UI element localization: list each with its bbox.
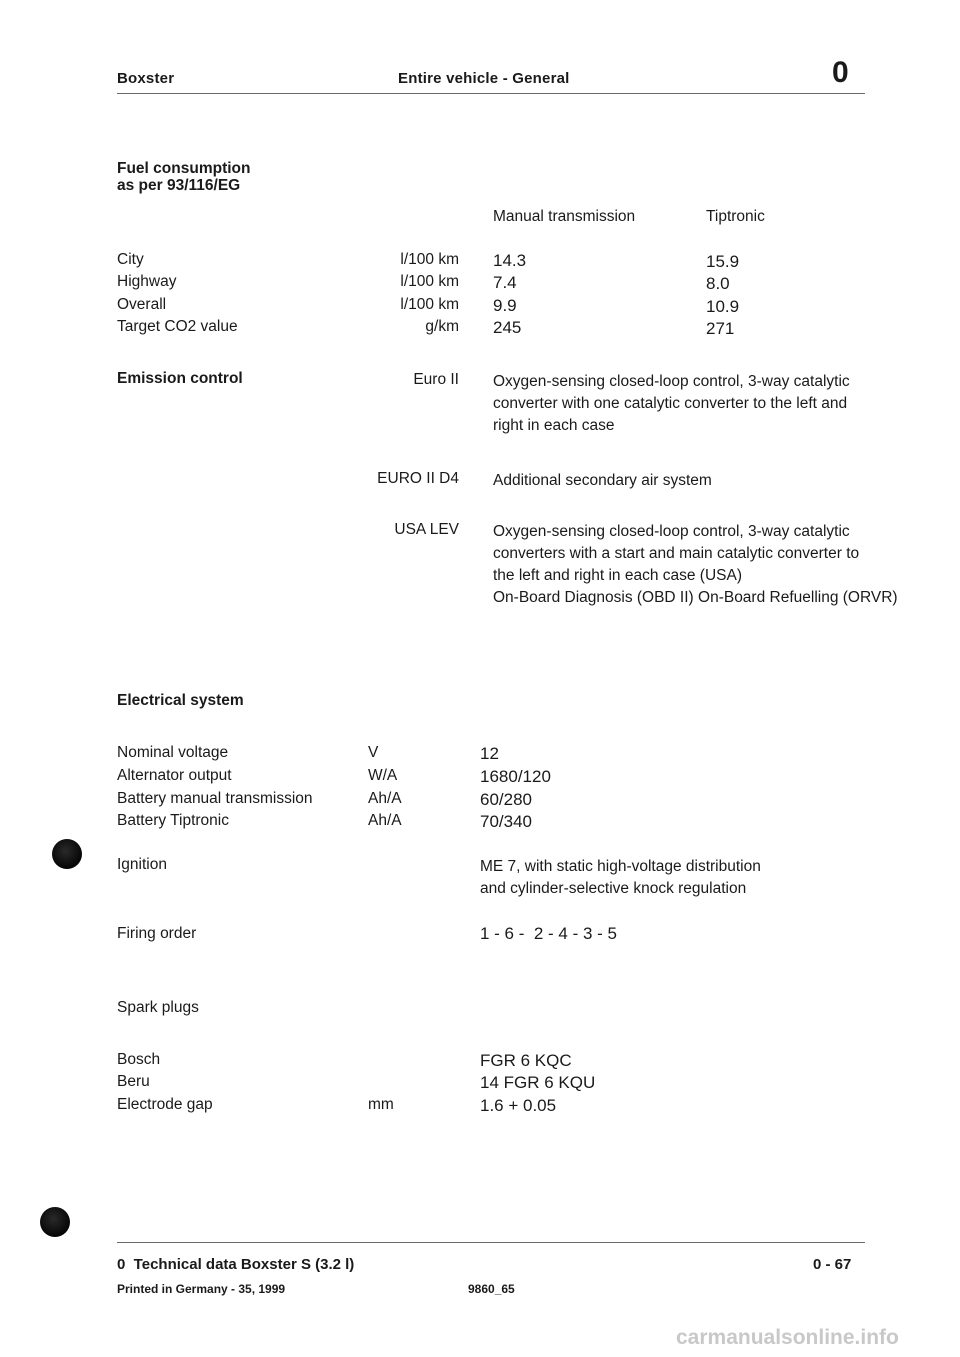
- emission-description-line: On-Board Diagnosis (OBD II) On-Board Ref…: [493, 589, 898, 606]
- fuel-row-unit: l/100 km: [400, 273, 459, 290]
- emission-description-line: the left and right in each case (USA): [493, 567, 742, 584]
- fuel-title-line2: as per 93/116/EG: [117, 177, 241, 194]
- fuel-row-label: Highway: [117, 273, 177, 290]
- fuel-title: Fuel consumption as per 93/116/EG: [117, 160, 250, 194]
- footer-printed: Printed in Germany - 35, 1999: [117, 1282, 286, 1296]
- ignition-label: Ignition: [117, 856, 167, 873]
- emission-description-line: converter with one catalytic converter t…: [493, 395, 848, 412]
- fuel-row-tiptronic: 15.9: [706, 252, 740, 271]
- footer-rule: [117, 1242, 865, 1243]
- emission-description-line: converters with a start and main catalyt…: [493, 545, 860, 562]
- fuel-row-label: Target CO2 value: [117, 318, 238, 335]
- fuel-row-manual: 245: [493, 318, 522, 337]
- emission-description: Oxygen-sensing closed-loop control, 3-wa…: [493, 371, 850, 437]
- spark-row-label: Bosch: [117, 1051, 161, 1068]
- footer-code: 9860_65: [468, 1282, 515, 1296]
- header-chapter: 0: [832, 56, 849, 89]
- footer-doc-title: 0 Technical data Boxster S (3.2 l): [117, 1256, 355, 1273]
- fuel-row-manual: 9.9: [493, 296, 517, 315]
- electrical-row-unit: W/A: [368, 767, 398, 784]
- emission-description-line: Additional secondary air system: [493, 472, 712, 489]
- emission-description-line: Oxygen-sensing closed-loop control, 3-wa…: [493, 523, 850, 540]
- spark-row-value: 1.6 + 0.05: [480, 1096, 557, 1115]
- spark-title: Spark plugs: [117, 999, 199, 1016]
- fuel-row-unit: g/km: [425, 318, 459, 335]
- electrical-row-value: 12: [480, 744, 499, 763]
- watermark-text: carmanualsonline.info: [676, 1326, 899, 1349]
- electrical-row-label: Nominal voltage: [117, 744, 229, 761]
- header-rule: [117, 93, 865, 94]
- fuel-col-manual: Manual transmission: [493, 208, 636, 225]
- electrical-title: Electrical system: [117, 692, 244, 709]
- spark-row-unit: mm: [368, 1096, 394, 1113]
- electrical-row-label: Battery Tiptronic: [117, 812, 229, 829]
- header-model: Boxster: [117, 70, 175, 87]
- firing-order-value: 1 - 6 - 2 - 4 - 3 - 5: [480, 924, 617, 943]
- ignition-description: ME 7, with static high-voltage distribut…: [480, 856, 761, 900]
- fuel-row-manual: 7.4: [493, 273, 517, 292]
- fuel-row-label: City: [117, 251, 144, 268]
- electrical-row-unit: Ah/A: [368, 812, 402, 829]
- electrical-row-label: Battery manual transmission: [117, 790, 313, 807]
- emission-description: Oxygen-sensing closed-loop control, 3-wa…: [493, 521, 898, 609]
- header-section: Entire vehicle - General: [398, 70, 570, 87]
- firing-order-label: Firing order: [117, 925, 197, 942]
- punch-hole: [52, 839, 82, 869]
- spark-row-label: Electrode gap: [117, 1096, 213, 1113]
- punch-hole: [40, 1207, 70, 1237]
- fuel-title-line1: Fuel consumption: [117, 160, 251, 177]
- fuel-col-tiptronic: Tiptronic: [706, 208, 765, 225]
- fuel-row-tiptronic: 10.9: [706, 297, 740, 316]
- emission-title: Emission control: [117, 370, 243, 387]
- ignition-line: and cylinder-selective knock regulation: [480, 880, 747, 897]
- emission-standard: Euro II: [413, 371, 459, 388]
- fuel-row-label: Overall: [117, 296, 167, 313]
- fuel-row-tiptronic: 8.0: [706, 274, 730, 293]
- fuel-row-tiptronic: 271: [706, 319, 735, 338]
- electrical-row-label: Alternator output: [117, 767, 232, 784]
- emission-description-line: right in each case: [493, 417, 615, 434]
- fuel-row-manual: 14.3: [493, 251, 527, 270]
- fuel-row-unit: l/100 km: [400, 296, 459, 313]
- emission-description: Additional secondary air system: [493, 470, 712, 492]
- footer-page-number: 0 - 67: [813, 1256, 852, 1273]
- emission-standard: EURO II D4: [377, 470, 459, 487]
- emission-standard: USA LEV: [394, 521, 459, 538]
- spark-row-label: Beru: [117, 1073, 150, 1090]
- electrical-row-unit: Ah/A: [368, 790, 402, 807]
- fuel-row-unit: l/100 km: [400, 251, 459, 268]
- electrical-row-value: 70/340: [480, 812, 532, 831]
- electrical-row-value: 1680/120: [480, 767, 551, 786]
- electrical-row-value: 60/280: [480, 790, 532, 809]
- spark-row-value: FGR 6 KQC: [480, 1051, 572, 1070]
- electrical-row-unit: V: [368, 744, 379, 761]
- ignition-line: ME 7, with static high-voltage distribut…: [480, 858, 761, 875]
- spark-row-value: 14 FGR 6 KQU: [480, 1073, 596, 1092]
- emission-description-line: Oxygen-sensing closed-loop control, 3-wa…: [493, 373, 850, 390]
